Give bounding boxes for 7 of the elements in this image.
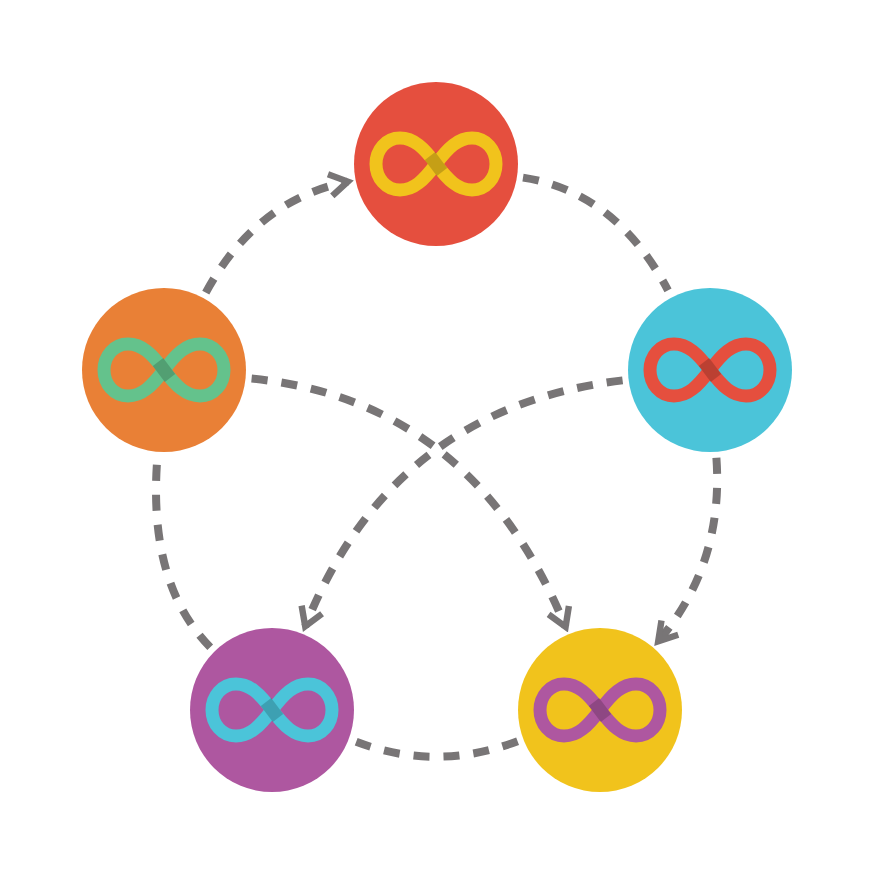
dashed-connector <box>152 459 214 650</box>
dashed-arrow <box>655 457 722 645</box>
dashed-arrow <box>299 376 624 630</box>
dashed-arrow <box>251 374 572 630</box>
dashed-arrow <box>202 171 351 295</box>
dashed-connector <box>522 173 672 293</box>
dashed-connector <box>354 737 519 761</box>
